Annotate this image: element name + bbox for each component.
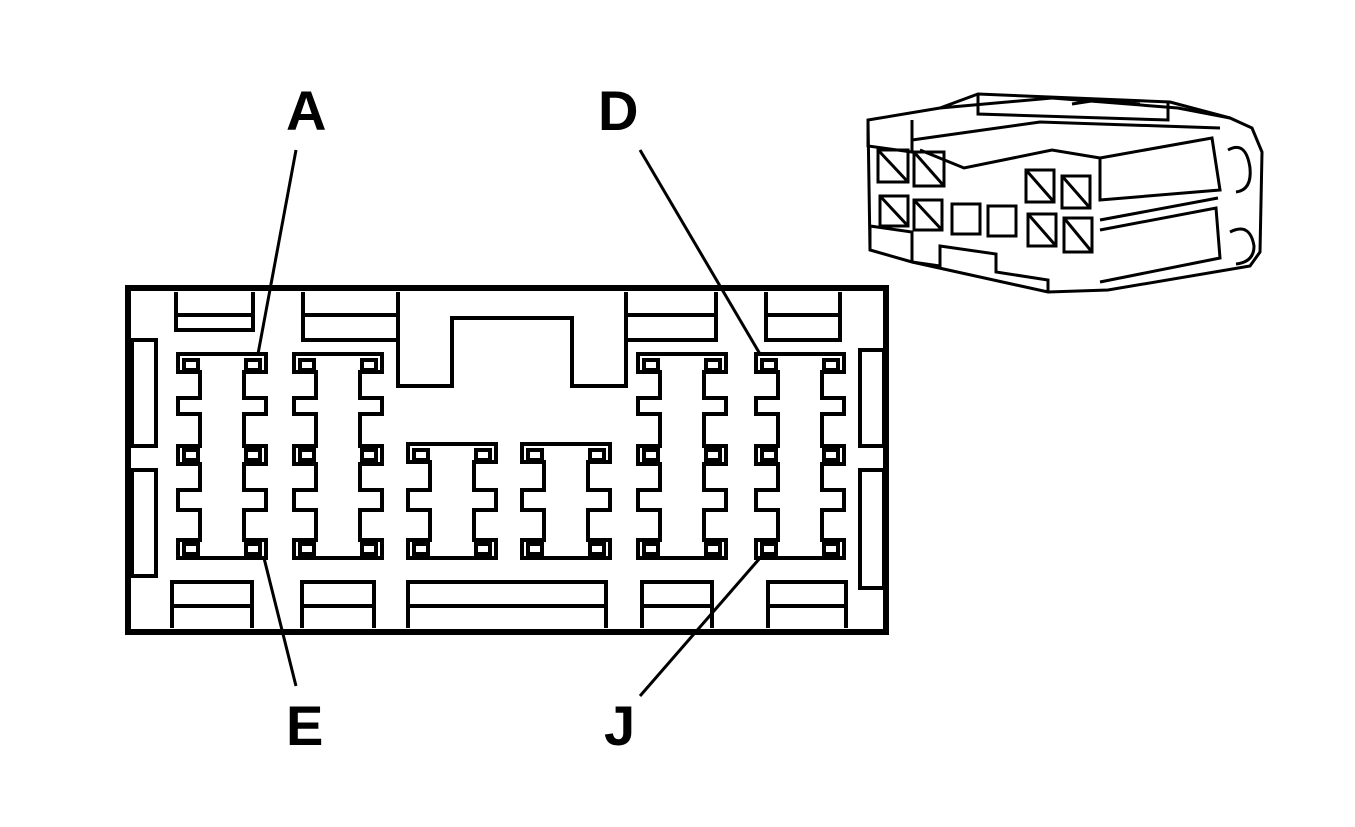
cavity-latch bbox=[642, 448, 660, 462]
leader-line-e bbox=[262, 557, 298, 687]
cavity-latch bbox=[760, 542, 778, 556]
cavity-latch bbox=[526, 448, 544, 462]
terminal-cavity-short bbox=[406, 442, 498, 560]
cavity-latch bbox=[182, 542, 200, 556]
cavity-latch bbox=[704, 448, 722, 462]
connector-outline bbox=[125, 285, 889, 635]
leader-line-j bbox=[638, 557, 762, 697]
top-slots bbox=[174, 292, 842, 342]
pin-label-e: E bbox=[286, 694, 323, 757]
cavity-latch bbox=[412, 448, 430, 462]
cavity-latch bbox=[526, 542, 544, 556]
terminal-cavity-tall bbox=[176, 352, 268, 560]
cavity-latch bbox=[244, 358, 262, 372]
cavity-latch bbox=[360, 358, 378, 372]
terminal-cavity-tall bbox=[636, 352, 728, 560]
side-tabs bbox=[130, 338, 886, 590]
cavity-latch bbox=[642, 358, 660, 372]
leader-lines bbox=[256, 149, 762, 697]
cavity-latch bbox=[298, 448, 316, 462]
terminal-cavity-tall bbox=[754, 352, 846, 560]
bottom-slots bbox=[170, 580, 848, 628]
cavity-latch bbox=[182, 448, 200, 462]
cavity-latch bbox=[588, 448, 606, 462]
connector-isometric-illustration bbox=[866, 92, 1264, 294]
latch-notch bbox=[396, 292, 628, 388]
cavity-latch bbox=[298, 542, 316, 556]
cavity-latch bbox=[822, 358, 840, 372]
terminal-cavity-tall bbox=[292, 352, 384, 560]
cavity-latch bbox=[588, 542, 606, 556]
cavity-latch bbox=[704, 358, 722, 372]
cavity-latch bbox=[822, 542, 840, 556]
cavity-latch bbox=[360, 448, 378, 462]
cavity-latch bbox=[298, 358, 316, 372]
leader-line-d bbox=[638, 149, 762, 355]
cavity-latch bbox=[474, 542, 492, 556]
cavity-latch bbox=[412, 542, 430, 556]
iso-front-cavities bbox=[876, 148, 1094, 254]
cavity-latch bbox=[182, 358, 200, 372]
terminal-cavity-short bbox=[520, 442, 612, 560]
cavity-latch bbox=[360, 542, 378, 556]
cavity-latch bbox=[704, 542, 722, 556]
cavity-latch bbox=[474, 448, 492, 462]
pin-label-j: J bbox=[604, 694, 635, 757]
pin-label-d: D bbox=[598, 79, 638, 142]
leader-line-a bbox=[256, 149, 298, 355]
pin-label-a: A bbox=[286, 79, 326, 142]
cavity-latch bbox=[760, 358, 778, 372]
cavity-latch bbox=[822, 448, 840, 462]
cavity-latch bbox=[244, 542, 262, 556]
cavity-latch bbox=[642, 542, 660, 556]
cavity-latch bbox=[760, 448, 778, 462]
terminal-cavities bbox=[176, 352, 846, 560]
cavity-latch bbox=[244, 448, 262, 462]
